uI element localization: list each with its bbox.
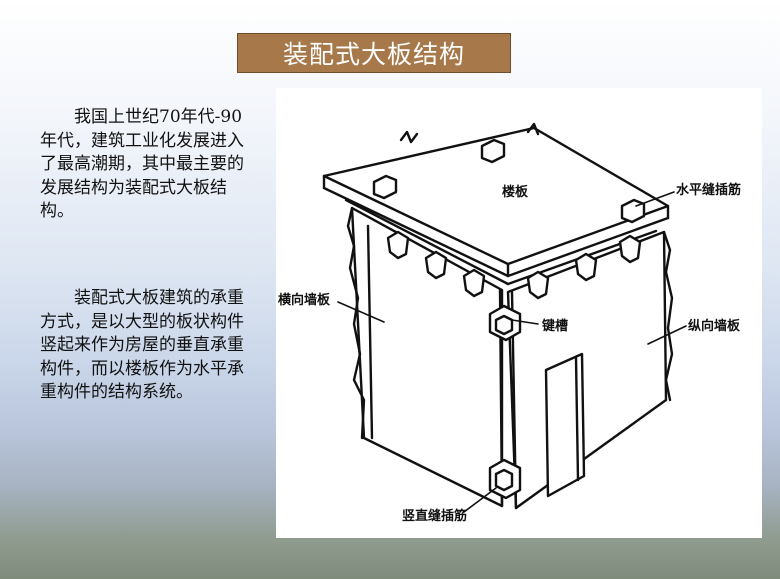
joint-node-back: [480, 138, 506, 164]
vertical-joint-node: [488, 458, 522, 500]
key-groove-3: [462, 268, 486, 298]
key-groove-6: [618, 234, 642, 264]
door-opening: [544, 352, 586, 498]
leader-horizontal-rebar: [635, 191, 675, 207]
label-transverse-wall: 横向墙板: [278, 292, 331, 308]
key-groove-4: [526, 270, 550, 300]
label-key-groove: 键槽: [541, 318, 568, 334]
slide-title-box: 装配式大板结构: [237, 33, 511, 73]
corner-key-joint: [488, 304, 522, 342]
label-horizontal-joint-rebar: 水平缝插筋: [676, 182, 741, 198]
bearing-paragraph: 装配式大板建筑的承重方式，是以大型的板状构件竖起来作为房屋的垂直承重构件，而以楼…: [40, 288, 244, 402]
structure-drawing: 楼板 水平缝插筋 横向墙板 键槽 纵向墙板 竖直缝插筋: [278, 122, 741, 524]
intro-paragraph: 我国上世纪70年代-90年代，建筑工业化发展进入了最高潮期，其中最主要的发展结构…: [40, 107, 244, 221]
leader-vertical-rebar: [463, 487, 497, 513]
key-groove-5: [574, 252, 598, 282]
leader-key-groove: [511, 319, 539, 325]
key-groove-2: [424, 250, 448, 280]
joint-node-left-back: [372, 174, 398, 200]
leader-longitudinal-wall: [647, 325, 687, 345]
label-floor-slab: 楼板: [502, 184, 529, 200]
key-groove-1: [386, 230, 410, 260]
label-longitudinal-wall: 纵向墙板: [688, 318, 741, 334]
label-vertical-joint-rebar: 竖直缝插筋: [402, 508, 467, 524]
transverse-wall-outline: [350, 206, 504, 508]
large-panel-structure-diagram: 楼板 水平缝插筋 横向墙板 键槽 纵向墙板 竖直缝插筋: [276, 88, 762, 538]
joint-node-right: [620, 198, 646, 224]
slide-title: 装配式大板结构: [282, 40, 465, 69]
leader-transverse-wall: [337, 301, 385, 323]
